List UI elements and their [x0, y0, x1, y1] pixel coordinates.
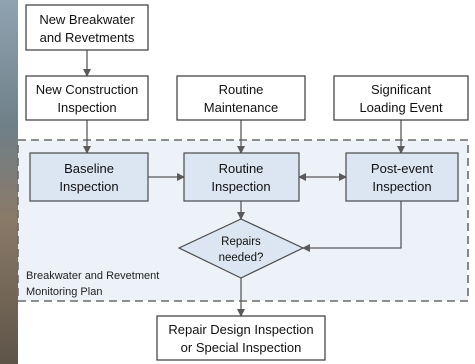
node-repair-design-line2: or Special Inspection [181, 340, 302, 355]
monitoring-plan-label-line1: Breakwater and Revetment [26, 270, 159, 282]
monitoring-plan-label-line2: Monitoring Plan [26, 286, 102, 298]
node-repairs-needed-line2: needed? [219, 252, 264, 264]
node-post-event-inspection: Post-event Inspection [345, 152, 459, 202]
node-baseline-inspection: Baseline Inspection [29, 152, 149, 202]
photo-edge-strip [0, 0, 18, 364]
node-repair-design-line1: Repair Design Inspection [168, 322, 313, 337]
node-new-breakwater-line2: and Revetments [40, 30, 135, 45]
node-routine-maintenance-line1: Routine [219, 82, 264, 97]
node-repairs-needed-decision: Repairs needed? [177, 218, 305, 279]
node-baseline-inspection-line2: Inspection [59, 179, 118, 194]
node-routine-maintenance-line2: Maintenance [204, 100, 278, 115]
node-repair-design-inspection: Repair Design Inspection or Special Insp… [156, 315, 326, 361]
node-repairs-needed-line1: Repairs [221, 236, 261, 248]
node-routine-inspection: Routine Inspection [183, 152, 300, 202]
node-routine-inspection-line1: Routine [219, 161, 264, 176]
node-post-event-line2: Inspection [372, 179, 431, 194]
node-significant-loading-line1: Significant [371, 82, 431, 97]
node-new-construction-inspection: New Construction Inspection [25, 75, 149, 121]
node-routine-maintenance: Routine Maintenance [176, 75, 306, 121]
node-significant-loading-line2: Loading Event [359, 100, 443, 115]
node-new-breakwater: New Breakwater and Revetments [25, 4, 149, 51]
node-new-breakwater-line1: New Breakwater [39, 12, 135, 27]
node-significant-loading-event: Significant Loading Event [333, 75, 469, 121]
node-new-construction-line2: Inspection [57, 100, 116, 115]
node-routine-inspection-line2: Inspection [211, 179, 270, 194]
node-post-event-line1: Post-event [371, 161, 434, 176]
node-new-construction-line1: New Construction [36, 82, 139, 97]
arrow-postevent-to-decision [302, 201, 402, 252]
node-baseline-inspection-line1: Baseline [64, 161, 114, 176]
